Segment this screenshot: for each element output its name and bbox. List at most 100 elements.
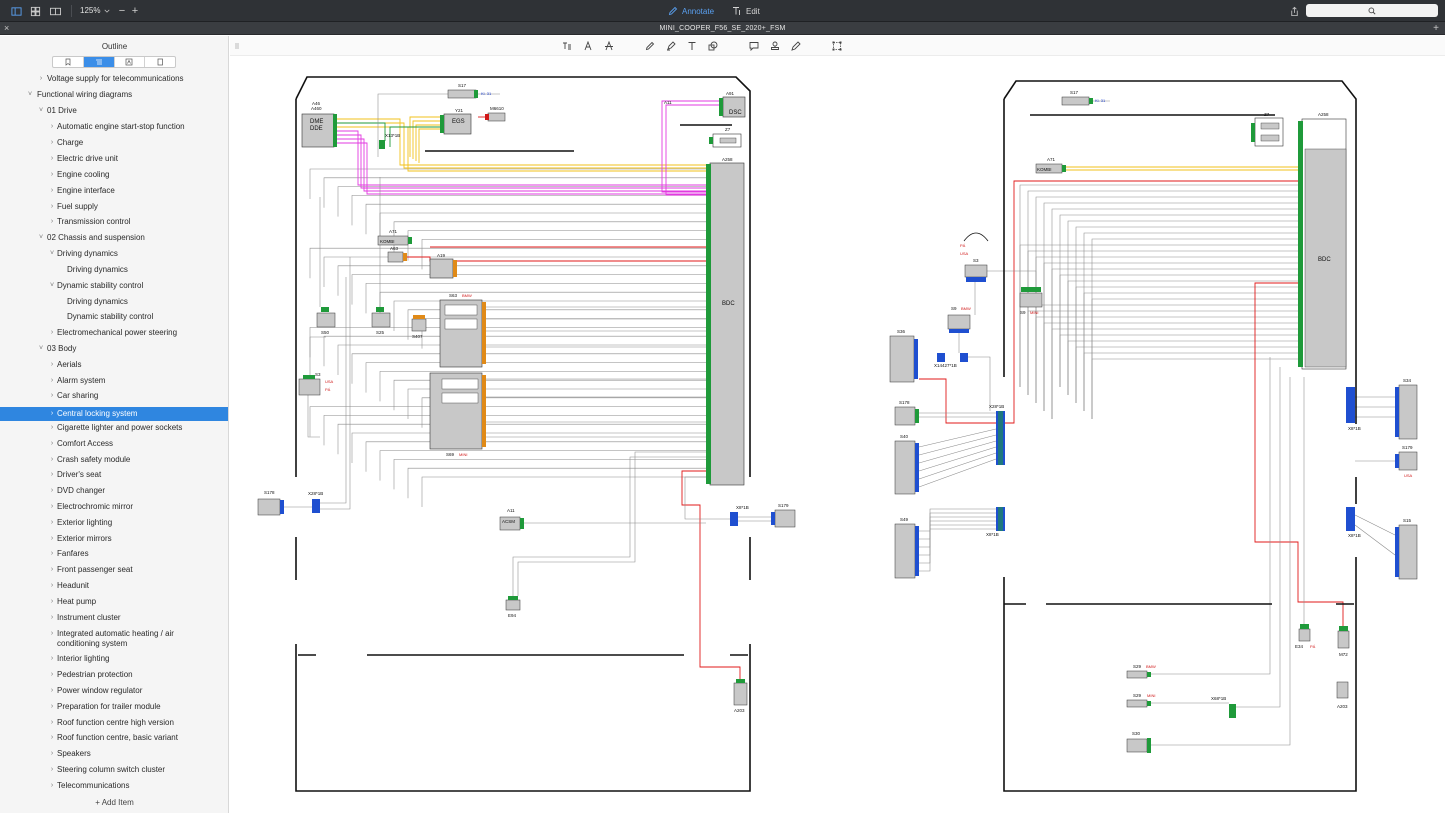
outline-item[interactable]: ›Cigarette lighter and power sockets (0, 423, 228, 434)
stamp-icon[interactable] (769, 40, 781, 52)
component-s178-right[interactable]: S178 (894, 400, 919, 426)
component-a63[interactable]: A63 (387, 246, 407, 263)
outline-item[interactable]: ›Steering column switch cluster (0, 765, 228, 776)
chevron-right-icon[interactable]: › (50, 361, 54, 368)
chevron-right-icon[interactable]: › (50, 218, 54, 225)
pdf-page[interactable]: DME DDE A46 A460 S17 Kl. 31 EGS Y21 (230, 57, 1445, 813)
chevron-right-icon[interactable]: › (50, 655, 54, 662)
component-s178-left[interactable]: S178 (257, 490, 284, 516)
chevron-down-icon[interactable]: ˅ (27, 91, 33, 98)
component-acsm[interactable]: ACSM A11 (499, 508, 524, 531)
highlighter-icon[interactable] (665, 40, 677, 52)
chevron-right-icon[interactable]: › (50, 703, 54, 710)
outline-item[interactable]: ›Instrument cluster (0, 613, 228, 624)
outline-item[interactable]: ›Aerials (0, 360, 228, 371)
connector-x8-left[interactable]: X8*1B (730, 505, 749, 526)
chevron-right-icon[interactable]: › (50, 750, 54, 757)
component-bdc-left[interactable]: BDC A258 (706, 157, 745, 486)
component-s50[interactable]: S50 (316, 307, 336, 335)
outline-item[interactable]: ›Speakers (0, 749, 228, 760)
shapes-tool-icon[interactable] (707, 40, 719, 52)
chevron-down-icon[interactable]: ˅ (49, 250, 55, 257)
chevron-right-icon[interactable]: › (50, 503, 54, 510)
chevron-right-icon[interactable]: › (50, 535, 54, 542)
chevron-right-icon[interactable]: › (50, 614, 54, 621)
chevron-right-icon[interactable]: › (50, 440, 54, 447)
outline-item[interactable]: ›Engine cooling (0, 170, 228, 181)
component-a19[interactable]: A19 (429, 253, 457, 279)
drag-handle-icon[interactable] (231, 40, 243, 52)
outline-item[interactable]: ›Crash safety module (0, 455, 228, 466)
connector-x8-right[interactable]: X8*1B (986, 507, 1005, 537)
chevron-right-icon[interactable]: › (50, 155, 54, 162)
component-dme[interactable]: DME DDE A46 A460 (301, 101, 337, 148)
component-s40[interactable]: S40 (894, 434, 919, 495)
signature-icon[interactable] (790, 40, 802, 52)
connector-x8-right3[interactable]: X8*1B (1346, 507, 1361, 538)
component-s3-right[interactable]: S3 PÁ USA (960, 243, 988, 282)
chevron-right-icon[interactable]: › (50, 187, 54, 194)
chevron-right-icon[interactable]: › (50, 671, 54, 678)
component-s179-left[interactable]: S179 (771, 503, 796, 528)
outline-item[interactable]: ›Heat pump (0, 597, 228, 608)
component-m72[interactable]: M72 (1337, 626, 1350, 657)
close-tab-button[interactable]: × (4, 23, 10, 33)
add-item-button[interactable]: + Add Item (95, 798, 134, 807)
outline-item[interactable]: ›Voltage supply for telecommunications (0, 74, 228, 85)
component-s3-left[interactable]: S3 USA PÁ (298, 372, 334, 396)
outline-item[interactable]: ›Engine interface (0, 186, 228, 197)
page-layout-icon[interactable] (48, 4, 62, 18)
chevron-right-icon[interactable]: › (50, 550, 54, 557)
connector-x14[interactable]: X14427*1B (934, 353, 968, 368)
component-s69[interactable]: S69 MINI (429, 372, 486, 457)
chevron-right-icon[interactable]: › (39, 75, 43, 82)
component-s179-right[interactable]: S179 USA (1395, 445, 1418, 478)
component-z7-left[interactable]: Z7 (709, 127, 742, 148)
component-egs[interactable]: EGS Y21 (440, 108, 472, 135)
component-s9-mid[interactable]: S9 MINI (1019, 287, 1043, 315)
outline-tab[interactable] (83, 57, 115, 67)
outline-item[interactable]: ›Electric drive unit (0, 154, 228, 165)
chevron-down-icon[interactable]: ˅ (38, 345, 44, 352)
chevron-down-icon[interactable]: ˅ (49, 282, 55, 289)
chevron-right-icon[interactable]: › (50, 487, 54, 494)
outline-item[interactable]: Dynamic stability control (0, 312, 228, 323)
share-icon[interactable] (1287, 4, 1301, 18)
chevron-right-icon[interactable]: › (50, 519, 54, 526)
search-input[interactable] (1306, 4, 1438, 17)
component-dsc[interactable]: DSC A91 A11 (664, 91, 746, 118)
chevron-right-icon[interactable]: › (50, 719, 54, 726)
outline-item[interactable]: ›Exterior mirrors (0, 534, 228, 545)
component-s29-bottom[interactable]: S29 MINI (1126, 693, 1155, 708)
outline-item[interactable]: ›Automatic engine start-stop function (0, 122, 228, 133)
outline-item[interactable]: ›Charge (0, 138, 228, 149)
chevron-right-icon[interactable]: › (50, 392, 54, 399)
component-s25[interactable]: S25 (371, 307, 391, 335)
component-s407[interactable]: S407 (411, 315, 427, 339)
component-s30[interactable]: S30 (1126, 731, 1151, 753)
zoom-out-button[interactable]: − (118, 5, 126, 17)
component-s17-left[interactable]: S17 Kl. 31 (447, 83, 492, 99)
new-tab-button[interactable]: + (1433, 23, 1439, 34)
component-s29-top[interactable]: S29 BMW (1126, 664, 1156, 679)
chevron-right-icon[interactable]: › (50, 203, 54, 210)
strikethrough-icon[interactable] (603, 40, 615, 52)
grid-view-icon[interactable] (28, 4, 42, 18)
component-s49[interactable]: S49 (894, 517, 919, 579)
outline-item[interactable]: ›Alarm system (0, 376, 228, 387)
bookmarks-tab[interactable] (53, 57, 84, 67)
outline-item[interactable]: ˅Functional wiring diagrams (0, 90, 228, 101)
outline-item[interactable]: ›Roof function centre high version (0, 718, 228, 729)
text-recognition-icon[interactable] (561, 40, 573, 52)
component-s15[interactable]: S15 (1395, 518, 1418, 580)
connector-x28-right[interactable]: X28*1B (989, 404, 1005, 465)
chevron-down-icon[interactable]: ˅ (38, 107, 44, 114)
chevron-right-icon[interactable]: › (50, 471, 54, 478)
chevron-right-icon[interactable]: › (50, 582, 54, 589)
outline-item[interactable]: ›Central locking system (0, 407, 228, 421)
chevron-right-icon[interactable]: › (50, 456, 54, 463)
component-a203-right[interactable]: A203 (1336, 681, 1349, 709)
component-bdc-right[interactable]: BDC A258 (1298, 112, 1347, 370)
zoom-select[interactable]: 125% (76, 4, 114, 18)
outline-item[interactable]: Driving dynamics (0, 265, 228, 276)
